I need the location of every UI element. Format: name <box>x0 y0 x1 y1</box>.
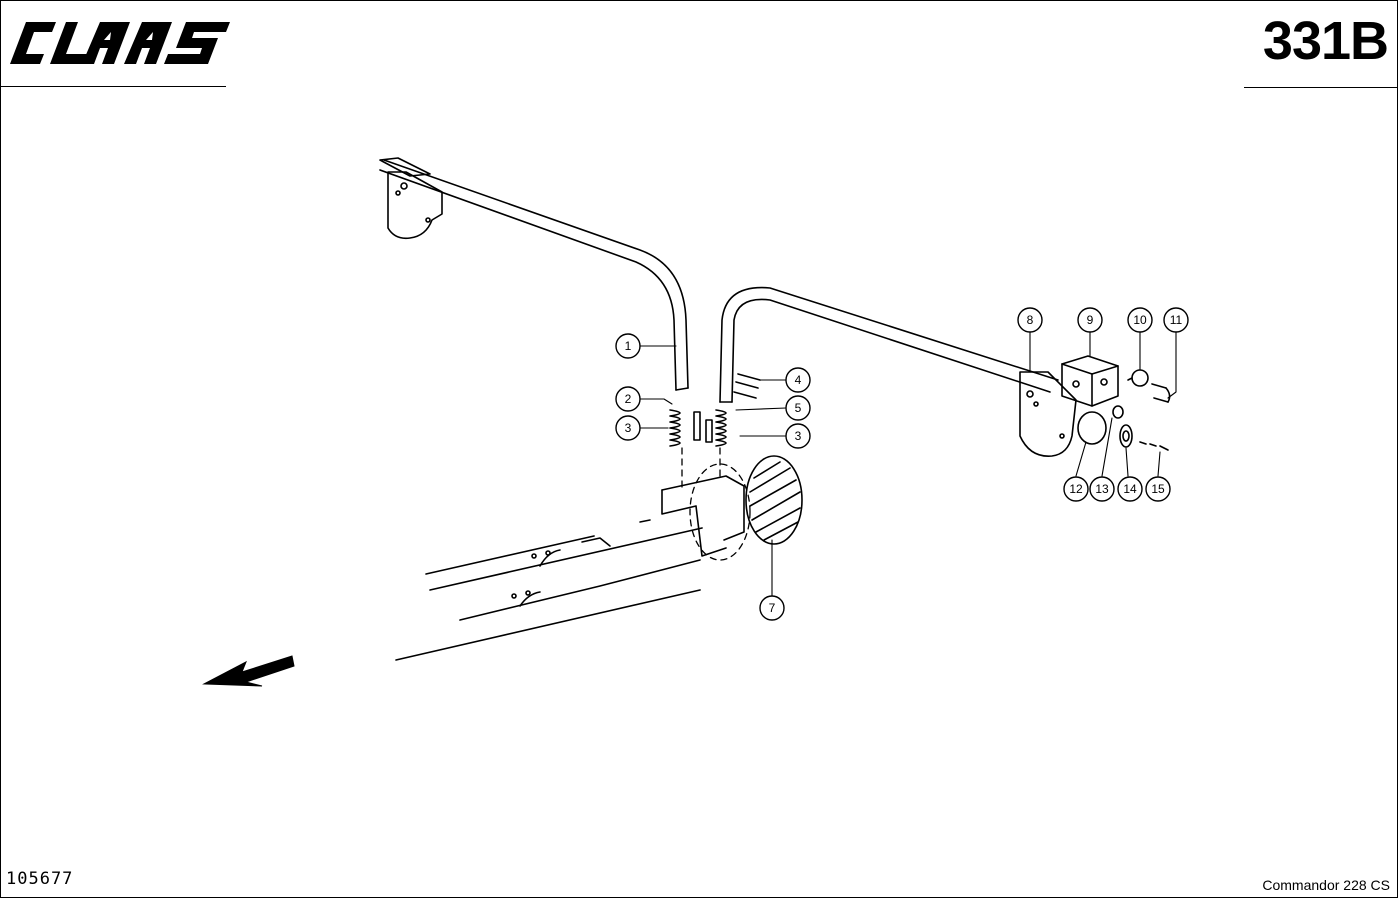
svg-text:12: 12 <box>1069 482 1083 496</box>
svg-text:7: 7 <box>769 601 776 615</box>
knob <box>1127 369 1149 387</box>
clamp-block <box>1061 355 1119 407</box>
header-rule-right <box>1244 87 1398 88</box>
arrow-left-down-icon <box>202 655 295 687</box>
svg-text:13: 13 <box>1095 482 1109 496</box>
callout-13: 13 <box>1089 476 1115 502</box>
svg-text:2: 2 <box>625 392 632 406</box>
pin <box>1151 383 1171 403</box>
callout-7: 7 <box>759 595 785 621</box>
svg-text:14: 14 <box>1123 482 1137 496</box>
claas-logo <box>10 22 230 64</box>
callout-12: 12 <box>1063 476 1089 502</box>
mirror-disc <box>745 455 803 545</box>
callout-1: 1 <box>615 333 641 359</box>
document-number: 105677 <box>6 869 74 889</box>
svg-text:15: 15 <box>1151 482 1165 496</box>
callout-14: 14 <box>1117 476 1143 502</box>
callout-3-left: 3 <box>615 415 641 441</box>
callout-4: 4 <box>785 367 811 393</box>
callout-3-right: 3 <box>785 423 811 449</box>
right-rod <box>719 286 1059 403</box>
svg-text:5: 5 <box>795 401 802 415</box>
header-rule-left <box>0 86 226 87</box>
callout-10: 10 <box>1127 307 1153 333</box>
callout-5: 5 <box>785 395 811 421</box>
right-bracket <box>1019 371 1077 457</box>
model-name: Commandor 228 CS <box>1262 877 1390 893</box>
left-spring <box>669 409 701 447</box>
callout-8: 8 <box>1017 307 1043 333</box>
svg-text:11: 11 <box>1170 313 1183 327</box>
svg-text:8: 8 <box>1027 313 1034 327</box>
right-spring <box>705 409 727 447</box>
left-rod <box>379 159 689 391</box>
leader-lines <box>639 331 1177 597</box>
svg-text:3: 3 <box>795 429 802 443</box>
page-code: 331B <box>1262 11 1389 71</box>
svg-text:3: 3 <box>625 421 632 435</box>
washer-stack <box>1077 405 1169 451</box>
frame-beam <box>395 475 745 661</box>
svg-text:9: 9 <box>1087 313 1094 327</box>
assembly-lines <box>681 447 751 561</box>
callout-2: 2 <box>615 386 641 412</box>
callout-15: 15 <box>1145 476 1171 502</box>
svg-text:4: 4 <box>795 373 802 387</box>
svg-text:10: 10 <box>1133 313 1147 327</box>
callout-9: 9 <box>1077 307 1103 333</box>
left-bracket <box>379 157 443 240</box>
callout-11: 11 <box>1163 307 1189 333</box>
svg-text:1: 1 <box>625 339 632 353</box>
